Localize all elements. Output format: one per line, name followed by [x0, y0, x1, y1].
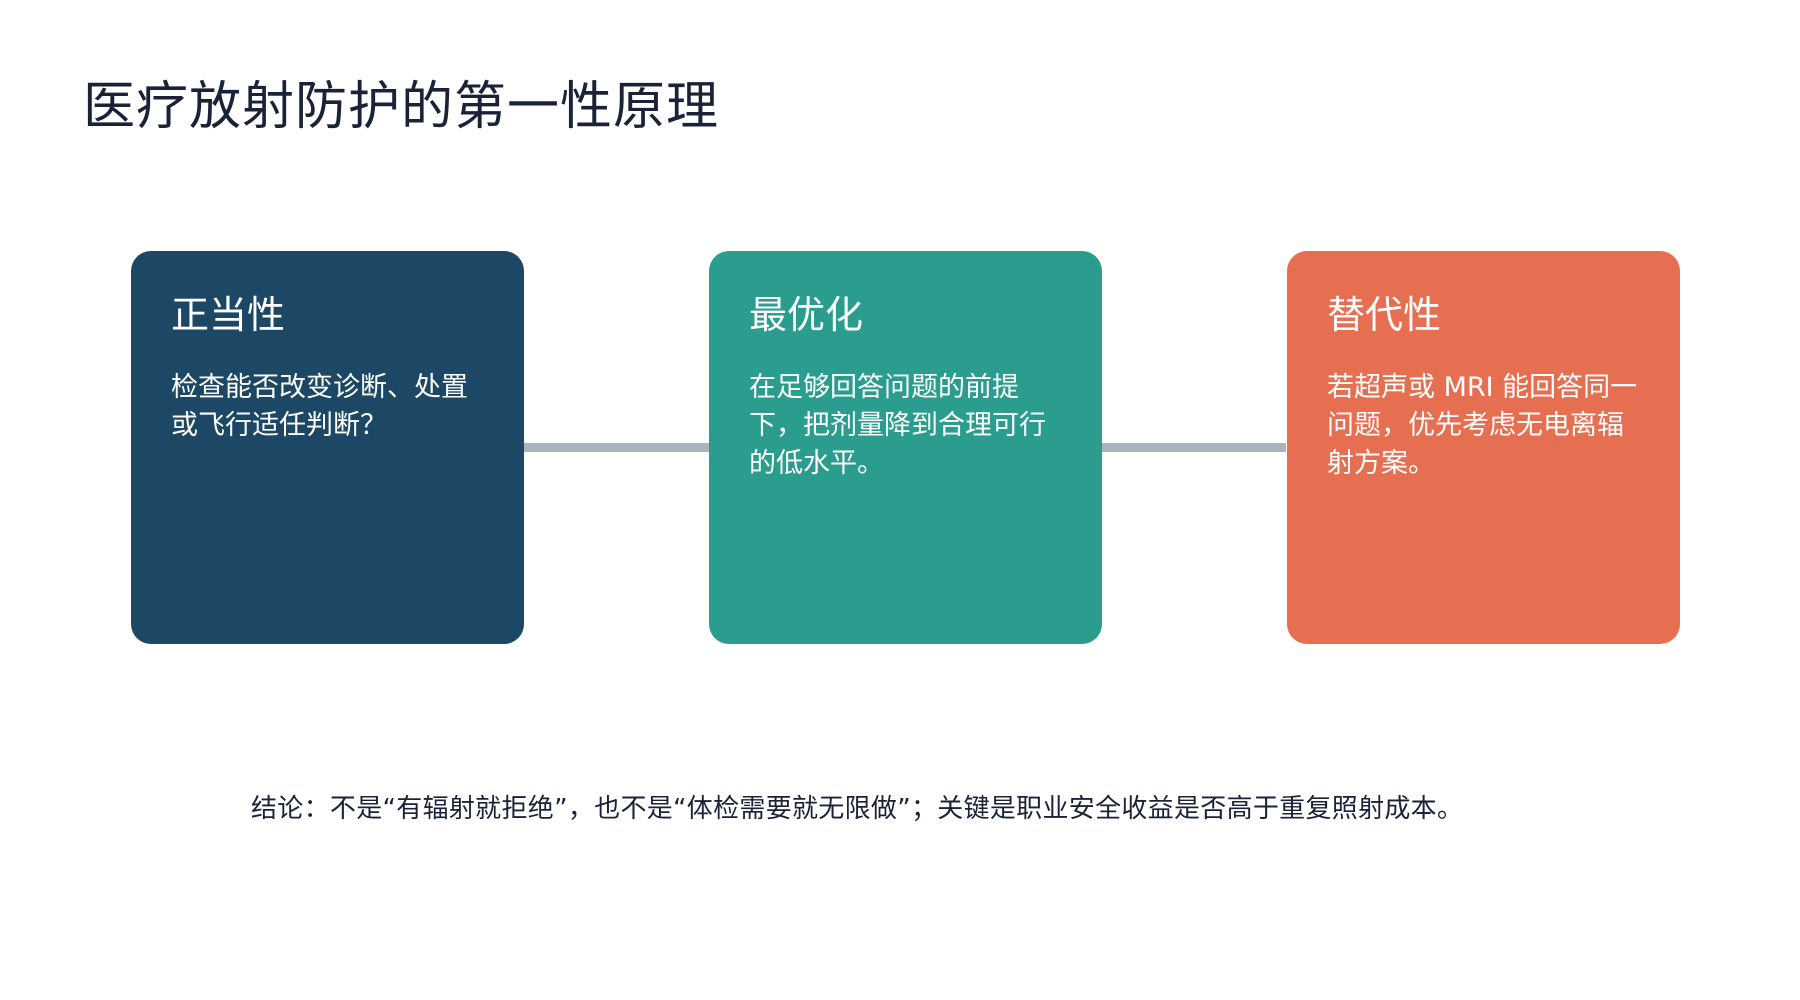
connector-line: [1101, 443, 1286, 452]
card-justification: 正当性 检查能否改变诊断、处置或飞行适任判断？: [131, 251, 524, 644]
page-title: 医疗放射防护的第一性原理: [83, 77, 720, 137]
card-title: 正当性: [171, 293, 286, 337]
card-text: 检查能否改变诊断、处置或飞行适任判断？: [171, 371, 468, 441]
connector-line: [523, 443, 709, 452]
card-title: 替代性: [1327, 293, 1442, 337]
card-text: 在足够回答问题的前提下，把剂量降到合理可行的低水平。: [749, 371, 1046, 479]
conclusion-text: 结论：不是“有辐射就拒绝”，也不是“体检需要就无限做”；关键是职业安全收益是否高…: [251, 794, 1464, 824]
card-optimization: 最优化 在足够回答问题的前提下，把剂量降到合理可行的低水平。: [709, 251, 1102, 644]
card-text: 若超声或 MRI 能回答同一问题，优先考虑无电离辐射方案。: [1327, 371, 1638, 479]
card-title: 最优化: [749, 293, 864, 337]
card-alternative: 替代性 若超声或 MRI 能回答同一问题，优先考虑无电离辐射方案。: [1287, 251, 1680, 644]
